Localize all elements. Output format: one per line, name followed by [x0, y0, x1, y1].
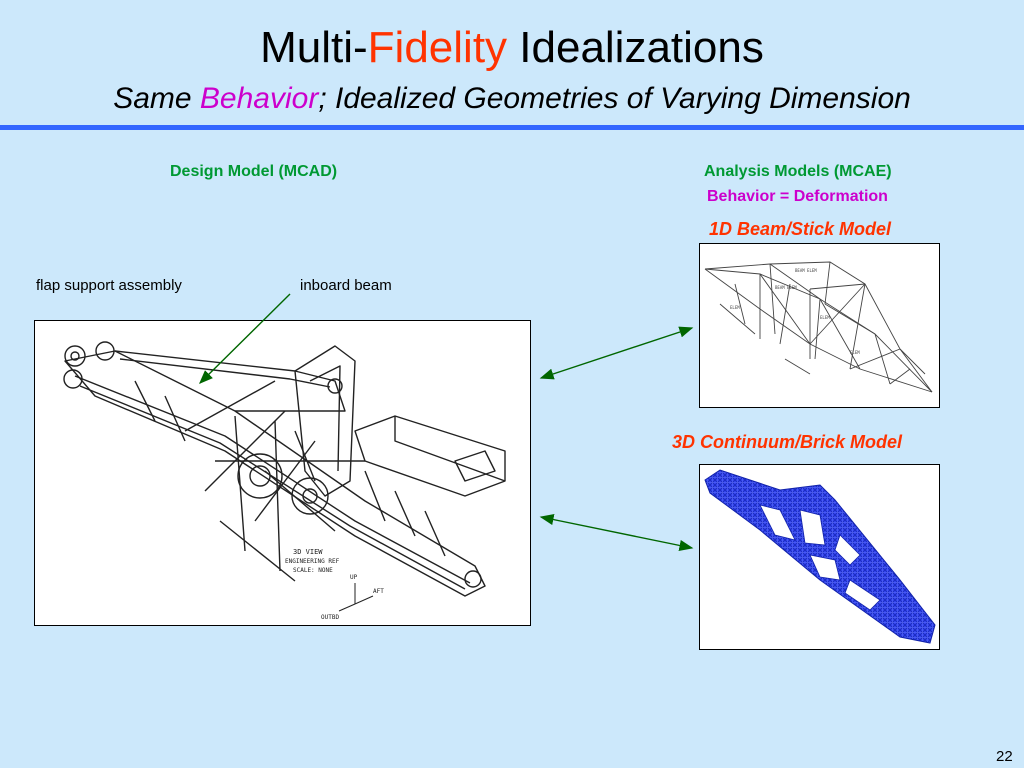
subtitle-accent: Behavior: [199, 82, 319, 115]
subtitle-suffix: ; Idealized Geometries of Varying Dimens…: [318, 82, 911, 115]
flap-support-label: flap support assembly: [36, 277, 182, 294]
cad-drawing-panel: 3D VIEW ENGINEERING REF SCALE: NONE UP A…: [34, 320, 531, 626]
title-accent: Fidelity: [367, 23, 508, 72]
svg-text:BEAM ELEM: BEAM ELEM: [775, 285, 797, 290]
design-model-heading: Design Model (MCAD): [170, 163, 338, 180]
cad-drawing: 3D VIEW ENGINEERING REF SCALE: NONE UP A…: [63, 341, 506, 621]
brick-model-panel: [699, 464, 940, 650]
beam-model-label: 1D Beam/Stick Model: [709, 219, 892, 239]
title-prefix: Multi-: [260, 23, 368, 72]
beam-stick-drawing: BEAM ELEM BEAM ELEM ELEM ELEM ELEM: [704, 261, 933, 393]
svg-text:ELEM: ELEM: [850, 350, 860, 355]
axis-aft-label: AFT: [373, 588, 384, 595]
svg-text:BEAM ELEM: BEAM ELEM: [795, 268, 817, 273]
svg-text:ELEM: ELEM: [730, 305, 740, 310]
axis-triad: [338, 583, 374, 612]
axis-outbd-label: OUTBD: [321, 614, 339, 621]
brick-model-arrow: [539, 514, 694, 551]
subtitle-prefix: Same: [113, 82, 200, 115]
axis-up-label: UP: [350, 574, 358, 581]
slide-subtitle: Same Behavior; Idealized Geometries of V…: [0, 80, 1024, 118]
brick-mesh-drawing: [704, 469, 936, 644]
inboard-beam-label: inboard beam: [300, 277, 392, 294]
slide-title: Multi-Fidelity Idealizations: [0, 22, 1024, 74]
inboard-beam-pointer: [199, 293, 291, 384]
title-divider: [0, 125, 1024, 130]
behavior-heading: Behavior = Deformation: [707, 188, 888, 205]
svg-text:ELEM: ELEM: [820, 315, 830, 320]
beam-model-panel: BEAM ELEM BEAM ELEM ELEM ELEM ELEM: [699, 243, 940, 408]
title-suffix: Idealizations: [507, 23, 764, 72]
drawing-note-3: SCALE: NONE: [293, 567, 333, 574]
drawing-note-2: ENGINEERING REF: [285, 558, 340, 565]
page-number: 22: [996, 748, 1013, 765]
analysis-models-heading: Analysis Models (MCAE): [704, 163, 892, 180]
beam-model-arrow: [539, 326, 694, 380]
drawing-note-1: 3D VIEW: [293, 548, 323, 556]
brick-model-label: 3D Continuum/Brick Model: [672, 432, 903, 452]
